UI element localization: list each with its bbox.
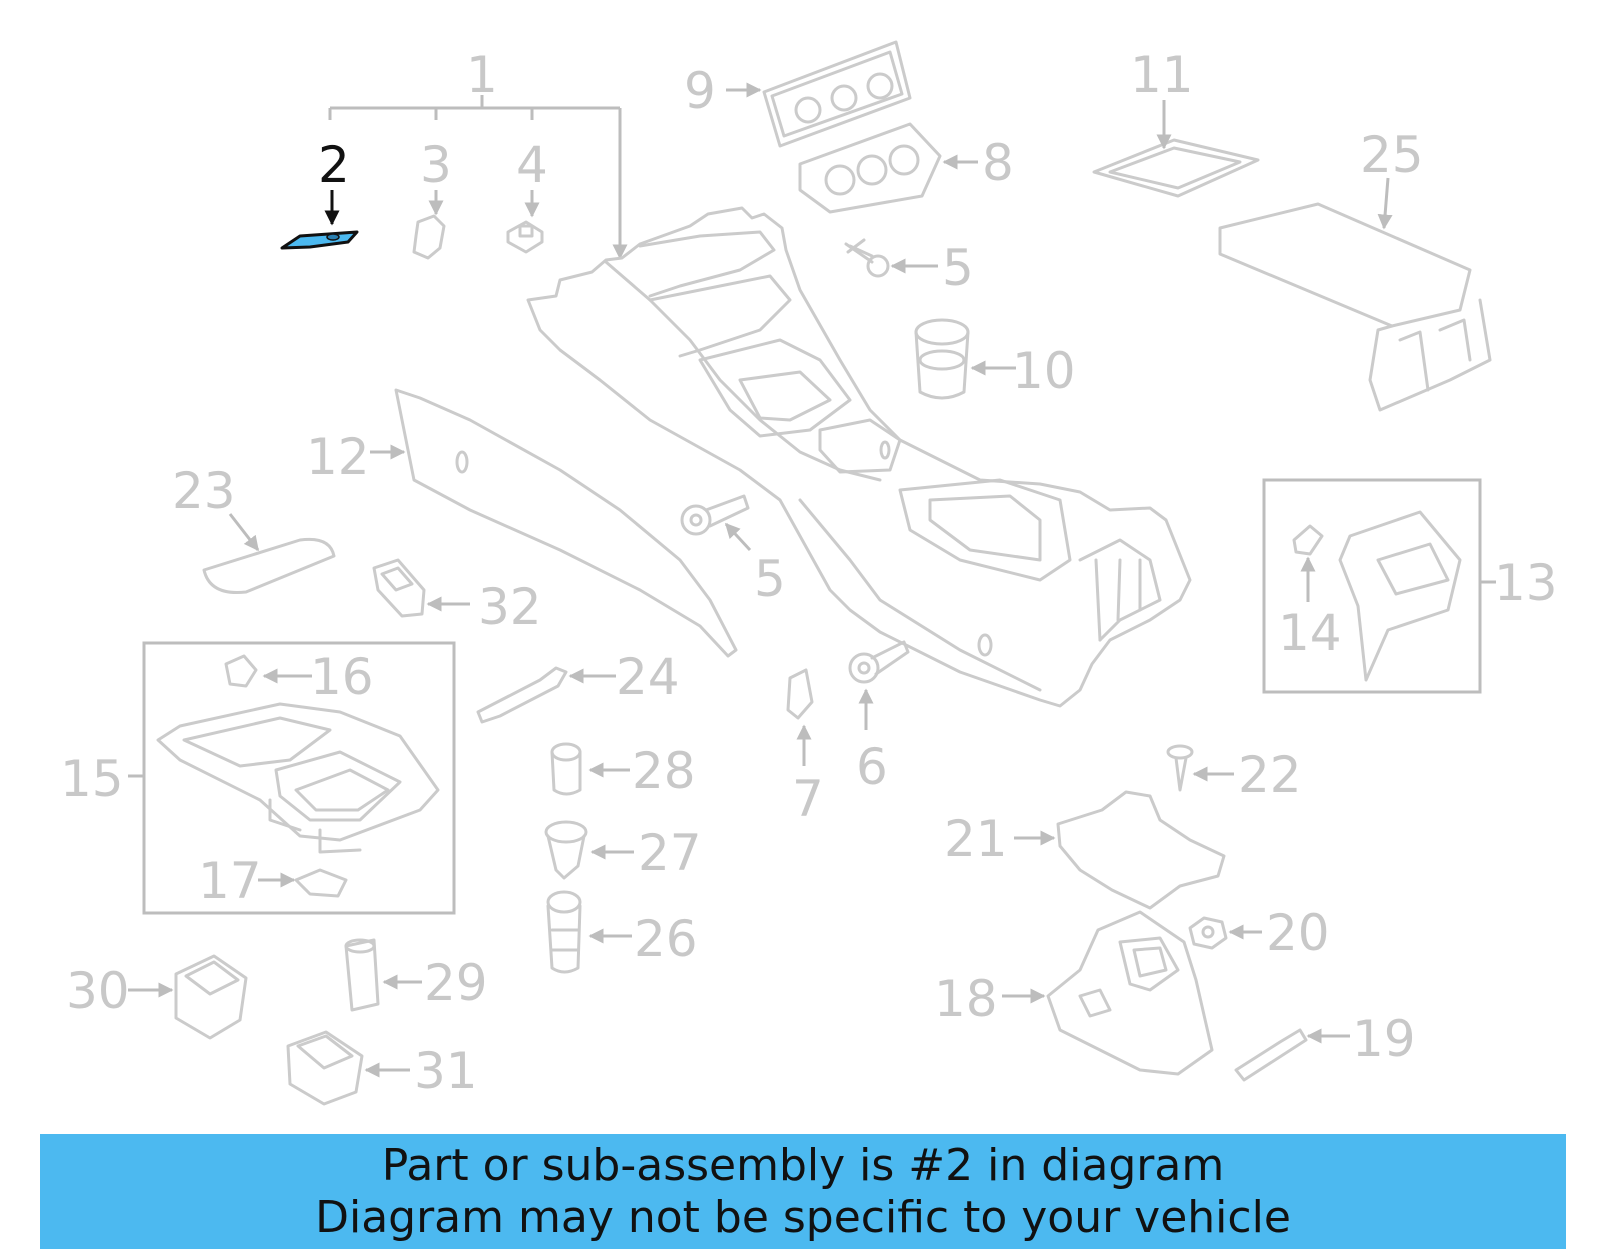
callout-10: 10 bbox=[1012, 342, 1076, 400]
callout-1: 1 bbox=[466, 46, 498, 104]
callout-5-top: 5 bbox=[942, 239, 974, 297]
part-25-armrest-lid bbox=[1218, 177, 1492, 412]
callout-4: 4 bbox=[516, 136, 548, 194]
callout-29: 29 bbox=[424, 954, 488, 1012]
part-24-strip bbox=[476, 666, 616, 724]
callout-23: 23 bbox=[172, 462, 236, 520]
callout-21: 21 bbox=[944, 810, 1008, 868]
callout-30: 30 bbox=[66, 962, 130, 1020]
group-15-box bbox=[128, 641, 456, 915]
banner-line-1: Part or sub-assembly is #2 in diagram bbox=[381, 1140, 1225, 1191]
callout-8: 8 bbox=[982, 134, 1014, 192]
callout-labels: 1 2 3 4 5 5 6 7 8 9 10 11 12 13 14 15 16… bbox=[60, 46, 1558, 1100]
part-11-mat bbox=[1092, 100, 1260, 198]
part-32-switch bbox=[372, 558, 470, 618]
part-1-center-console bbox=[526, 206, 1192, 708]
callout-24: 24 bbox=[616, 648, 680, 706]
part-21-bracket bbox=[1014, 790, 1226, 910]
part-26-socket bbox=[546, 890, 632, 974]
callout-3: 3 bbox=[420, 136, 452, 194]
callout-31: 31 bbox=[414, 1042, 478, 1100]
part-23-pad bbox=[202, 513, 336, 595]
part-20-nut bbox=[1188, 916, 1262, 950]
callout-7: 7 bbox=[792, 770, 824, 828]
banner-line-2: Diagram may not be specific to your vehi… bbox=[315, 1192, 1291, 1243]
part-5-screw-top bbox=[844, 238, 938, 278]
callout-group-1 bbox=[328, 95, 628, 260]
callout-2: 2 bbox=[318, 136, 350, 194]
callout-18: 18 bbox=[934, 970, 998, 1028]
part-9-panel bbox=[726, 40, 912, 148]
callout-6: 6 bbox=[856, 738, 888, 796]
part-5-screw-mid bbox=[680, 494, 752, 552]
part-19-sensor bbox=[1234, 1028, 1350, 1082]
part-27-socket bbox=[544, 820, 634, 880]
callout-11: 11 bbox=[1130, 46, 1194, 104]
callout-13: 13 bbox=[1494, 554, 1558, 612]
callout-15: 15 bbox=[60, 750, 124, 808]
part-6-screw bbox=[848, 640, 910, 730]
callout-26: 26 bbox=[634, 910, 698, 968]
part-7-clip bbox=[786, 668, 814, 766]
callout-5-mid: 5 bbox=[754, 550, 786, 608]
info-banner: Part or sub-assembly is #2 in diagram Di… bbox=[40, 1134, 1566, 1249]
part-10-cup-holder bbox=[914, 318, 1016, 400]
callout-25: 25 bbox=[1360, 126, 1424, 184]
callout-32: 32 bbox=[478, 578, 542, 636]
part-28-socket bbox=[550, 742, 630, 796]
callout-19: 19 bbox=[1352, 1010, 1416, 1068]
callout-20: 20 bbox=[1266, 904, 1330, 962]
callout-14: 14 bbox=[1278, 604, 1342, 662]
callout-22: 22 bbox=[1238, 746, 1302, 804]
part-30-switch bbox=[128, 954, 248, 1040]
part-8-control bbox=[798, 122, 978, 214]
part-4-nut bbox=[506, 190, 544, 254]
part-18-shifter-base bbox=[1002, 910, 1214, 1076]
group-13-box bbox=[1262, 478, 1496, 694]
callout-16: 16 bbox=[310, 648, 374, 706]
callout-27: 27 bbox=[638, 824, 702, 882]
part-3-clip bbox=[412, 190, 446, 260]
callout-12: 12 bbox=[306, 428, 370, 486]
part-31-switch bbox=[286, 1030, 410, 1106]
part-29-socket bbox=[344, 938, 422, 1012]
callout-28: 28 bbox=[632, 742, 696, 800]
part-22-screw bbox=[1166, 744, 1234, 792]
callout-9: 9 bbox=[684, 62, 716, 120]
part-2-highlighted[interactable] bbox=[280, 190, 359, 250]
callout-17: 17 bbox=[198, 852, 262, 910]
part-12-side-panel bbox=[370, 388, 738, 658]
